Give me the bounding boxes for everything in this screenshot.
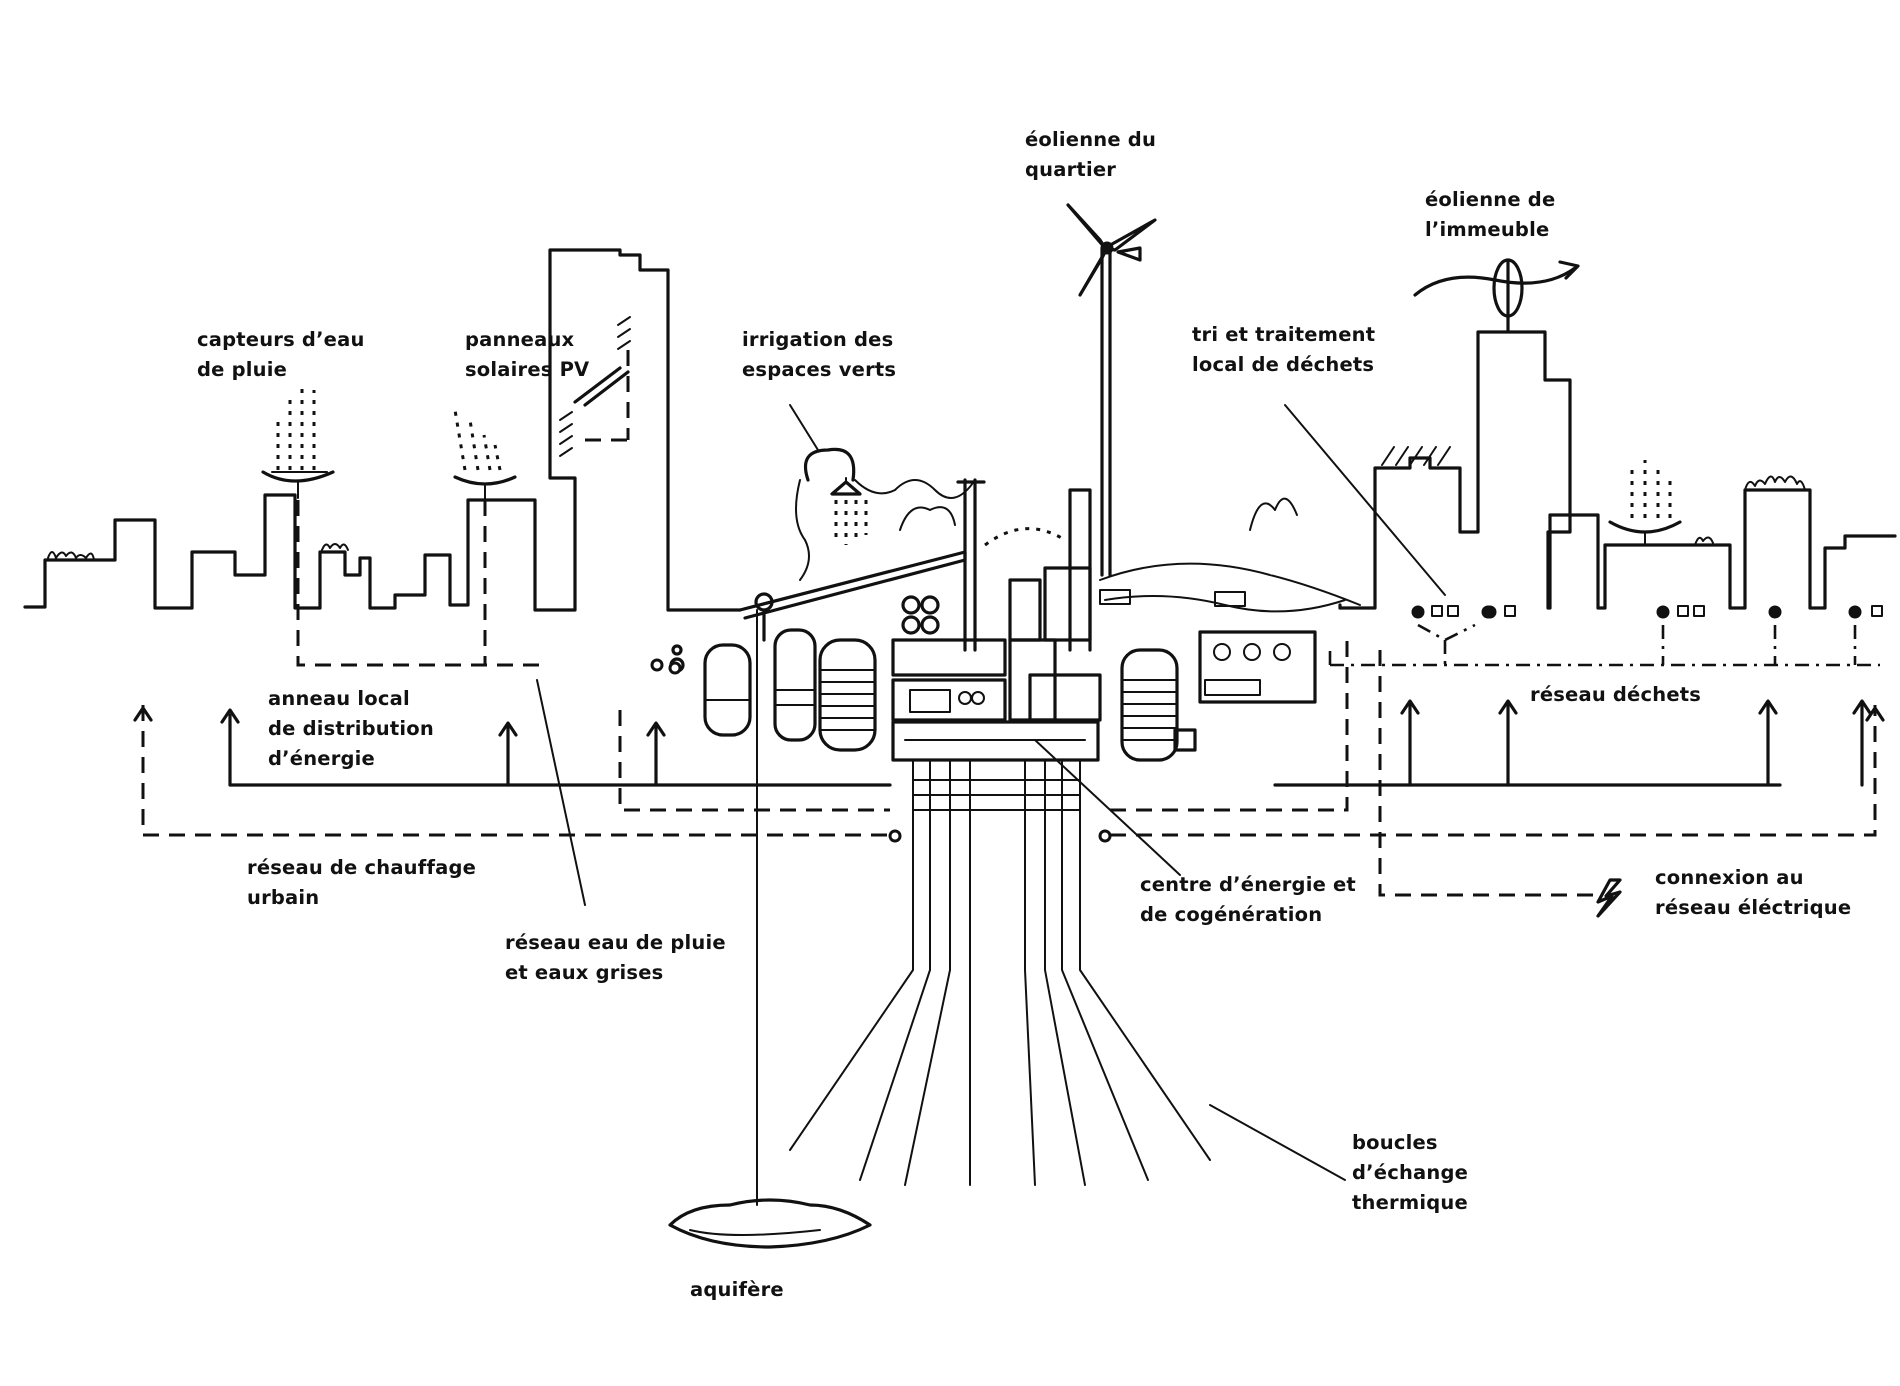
label-grid-connection: connexion au réseau éléctrique — [1655, 863, 1851, 923]
label-district-wind-turbine: éolienne du quartier — [1025, 125, 1156, 185]
label-line: thermique — [1352, 1191, 1468, 1214]
label-line: réseau de chauffage — [247, 856, 477, 879]
district-wind-turbine — [1066, 203, 1157, 577]
energy-centre — [669, 478, 1361, 762]
label-line: de pluie — [197, 358, 288, 381]
skyline — [23, 248, 1897, 612]
label-line: irrigation des — [742, 328, 894, 351]
label-line: connexion au — [1655, 866, 1804, 889]
label-thermal-loops: boucles d’échange thermique — [1352, 1128, 1468, 1218]
label-line: centre d’énergie et — [1140, 873, 1356, 896]
pv-panels — [559, 316, 631, 457]
label-district-heating: réseau de chauffage urbain — [247, 853, 476, 913]
label-line: réseau éléctrique — [1655, 896, 1852, 919]
label-rainwater-network: réseau eau de pluie et eaux grises — [505, 928, 726, 988]
label-line: éolienne de — [1425, 188, 1556, 211]
label-line: solaires PV — [465, 358, 590, 381]
label-aquifer: aquifère — [690, 1275, 784, 1305]
irrigation — [795, 447, 1298, 581]
label-line: anneau local — [268, 687, 410, 710]
thermal-loops — [536, 404, 1446, 1249]
building-wind-turbine — [1413, 258, 1580, 332]
rain-collectors — [261, 385, 1682, 546]
networks — [133, 500, 1885, 918]
label-line: panneaux — [465, 328, 575, 351]
label-line: quartier — [1025, 158, 1117, 181]
label-energy-ring: anneau local de distribution d’énergie — [268, 684, 434, 774]
label-line: d’échange — [1352, 1161, 1469, 1184]
label-waste-treatment: tri et traitement local de déchets — [1192, 320, 1375, 380]
label-line: l’immeuble — [1425, 218, 1550, 241]
label-line: de cogénération — [1140, 903, 1323, 926]
label-line: espaces verts — [742, 358, 897, 381]
label-line: urbain — [247, 886, 320, 909]
label-line: et eaux grises — [505, 961, 664, 984]
label-line: local de déchets — [1192, 353, 1375, 376]
label-line: réseau eau de pluie — [505, 931, 726, 954]
label-energy-centre: centre d’énergie et de cogénération — [1140, 870, 1356, 930]
label-line: d’énergie — [268, 747, 375, 770]
label-line: de distribution — [268, 717, 434, 740]
label-waste-network: réseau déchets — [1530, 680, 1701, 710]
label-rain-collectors: capteurs d’eau de pluie — [197, 325, 365, 385]
label-irrigation: irrigation des espaces verts — [742, 325, 896, 385]
label-line: capteurs d’eau — [197, 328, 365, 351]
waste-points — [1411, 605, 1883, 665]
label-line: éolienne du — [1025, 128, 1157, 151]
label-pv-panels: panneaux solaires PV — [465, 325, 589, 385]
label-line: aquifère — [690, 1278, 784, 1301]
label-line: boucles — [1352, 1131, 1438, 1154]
label-line: réseau déchets — [1530, 683, 1702, 706]
label-building-wind-turbine: éolienne de l’immeuble — [1425, 185, 1555, 245]
label-line: tri et traitement — [1192, 323, 1376, 346]
